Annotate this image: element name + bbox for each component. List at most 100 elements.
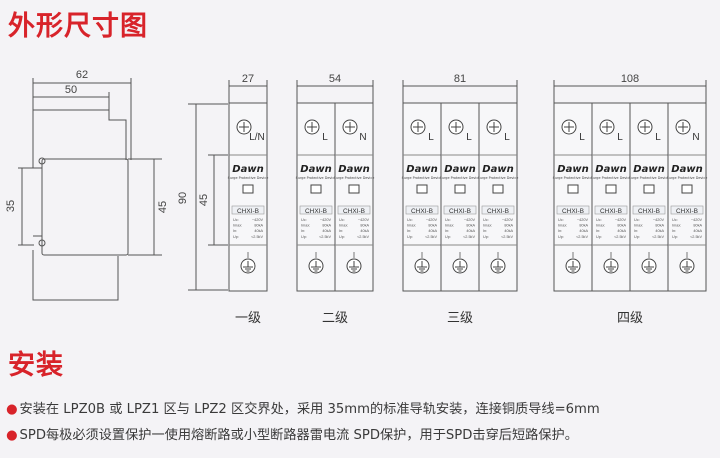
spec-value: ~420V — [464, 218, 476, 222]
dim-50-label: 50 — [65, 84, 77, 96]
spec-label: Up: — [407, 235, 413, 239]
spec-value: 80kA — [428, 224, 437, 228]
model-label: CHXI-B — [305, 208, 327, 215]
spec-label: Imax: — [233, 224, 242, 228]
spec-label: Imax: — [596, 224, 605, 228]
model-label: CHXI-B — [237, 208, 259, 215]
spec-label: Uc: — [445, 218, 451, 222]
spec-label: In: — [301, 229, 305, 233]
front-view-caption: 四级 — [617, 311, 643, 326]
spec-value: 80kA — [655, 224, 664, 228]
brand-subtitle: Surge Protective Device — [334, 176, 375, 180]
screw-terminal-icon — [561, 119, 577, 135]
spec-value: 40kA — [655, 229, 664, 233]
ground-terminal-icon — [452, 258, 468, 274]
screw-terminal-icon — [448, 119, 464, 135]
install-note-1: ●安装在 LPZ0B 或 LPZ1 区与 LPZ2 区交界处，采用 35mm的标… — [6, 398, 600, 417]
spec-label: Uc: — [672, 218, 678, 222]
brand-logo: Dawn — [338, 164, 369, 175]
spec-label: Up: — [301, 235, 307, 239]
model-label: CHXI-B — [411, 208, 433, 215]
status-window — [605, 184, 617, 194]
terminal-label: L — [428, 132, 434, 143]
dim-35-label: 35 — [5, 200, 17, 212]
brand-logo: Dawn — [232, 164, 263, 175]
install-title: 安装 — [8, 350, 64, 381]
screw-terminal-icon — [342, 119, 358, 135]
brand-logo: Dawn — [444, 164, 475, 175]
spec-value: 40kA — [617, 229, 626, 233]
brand-subtitle: Surge Protective Device — [667, 176, 708, 180]
model-label: CHXI-B — [562, 208, 584, 215]
dim-45-label-side: 45 — [157, 201, 169, 213]
screw-terminal-icon — [599, 119, 615, 135]
spec-label: Imax: — [483, 224, 492, 228]
dim-62-label: 62 — [76, 69, 88, 81]
spec-label: Uc: — [634, 218, 640, 222]
terminal-label: N — [359, 132, 366, 143]
spec-value: 80kA — [579, 224, 588, 228]
spec-value: <2.5kV — [652, 235, 664, 239]
spec-value: ~420V — [502, 218, 514, 222]
side-view — [18, 78, 162, 301]
ground-terminal-icon — [240, 258, 256, 274]
spec-label: Imax: — [558, 224, 567, 228]
width-dim-label: 108 — [621, 73, 639, 85]
status-window — [454, 184, 466, 194]
screw-terminal-icon — [675, 119, 691, 135]
side-body — [41, 158, 129, 256]
spec-label: Up: — [233, 235, 239, 239]
brand-logo: Dawn — [595, 164, 626, 175]
brand-logo: Dawn — [671, 164, 702, 175]
spec-value: 40kA — [360, 229, 369, 233]
terminal-label: L — [466, 132, 472, 143]
ground-terminal-icon — [414, 258, 430, 274]
spec-label: Uc: — [339, 218, 345, 222]
spec-label: Imax: — [407, 224, 416, 228]
spec-value: 40kA — [428, 229, 437, 233]
spec-label: Imax: — [672, 224, 681, 228]
terminal-label: L — [655, 132, 661, 143]
spec-value: 40kA — [466, 229, 475, 233]
status-window — [492, 184, 504, 194]
spec-value: <2.5kV — [251, 235, 263, 239]
status-window — [416, 184, 428, 194]
spec-value: <2.5kV — [357, 235, 369, 239]
spec-label: Up: — [445, 235, 451, 239]
spec-label: Up: — [483, 235, 489, 239]
brand-logo: Dawn — [406, 164, 437, 175]
ground-terminal-icon — [679, 258, 695, 274]
spec-label: In: — [483, 229, 487, 233]
spec-value: 40kA — [254, 229, 263, 233]
status-window — [348, 184, 360, 194]
spec-value: <2.5kV — [319, 235, 331, 239]
spec-value: ~420V — [252, 218, 264, 222]
spec-value: 80kA — [693, 224, 702, 228]
brand-subtitle: Surge Protective Device — [478, 176, 519, 180]
width-dim-label: 54 — [329, 73, 341, 85]
front-view-vertical-dims — [188, 103, 228, 291]
status-window — [310, 184, 322, 194]
spec-value: <2.5kV — [614, 235, 626, 239]
ground-terminal-icon — [565, 258, 581, 274]
spec-label: Up: — [634, 235, 640, 239]
brand-subtitle: Surge Protective Device — [440, 176, 481, 180]
spec-label: Up: — [596, 235, 602, 239]
brand-logo: Dawn — [633, 164, 664, 175]
spec-value: ~420V — [320, 218, 332, 222]
spec-label: Uc: — [558, 218, 564, 222]
status-window — [567, 184, 579, 194]
spec-label: Up: — [339, 235, 345, 239]
spec-value: ~420V — [691, 218, 703, 222]
spec-value: 40kA — [579, 229, 588, 233]
dim-90-label: 90 — [177, 192, 189, 204]
